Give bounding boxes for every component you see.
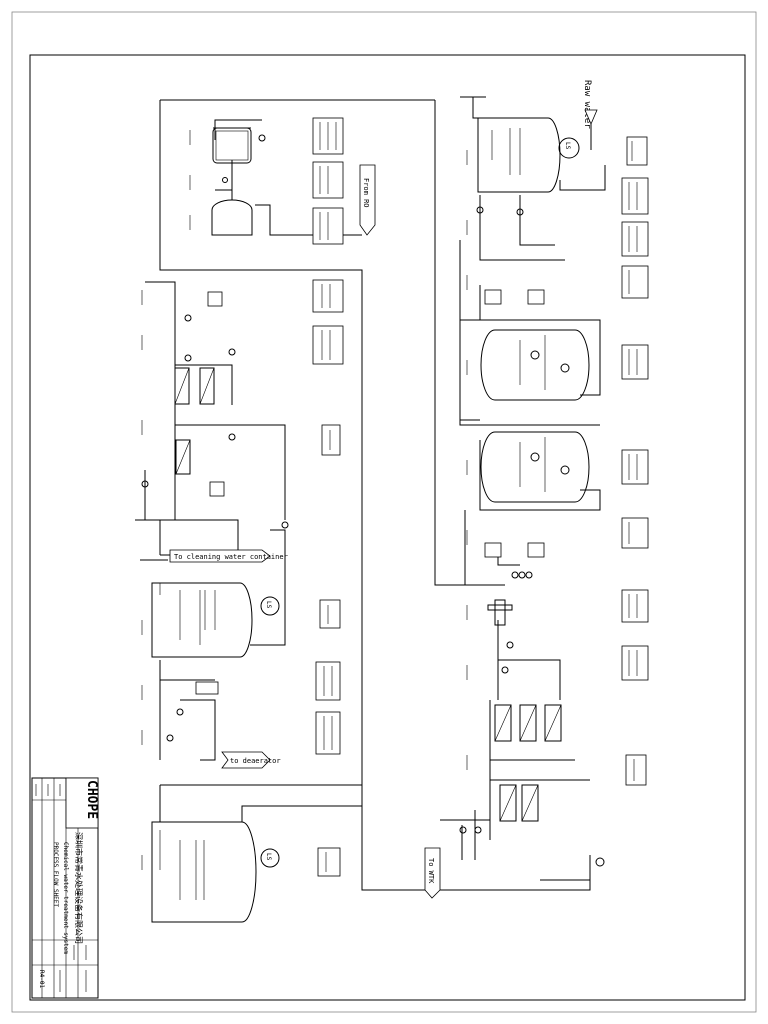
from-ro-label: From RO [362,178,370,208]
left-info-boxes [312,117,344,877]
drawing-frame [29,54,746,1001]
title-block: CHOPE 深圳市常青水处理设备有限公司 Chemical water trea… [31,777,99,999]
pressure-filter-2 [480,431,590,558]
company-name: 深圳市常青水处理设备有限公司 [74,832,84,944]
cartridge-filter [487,571,533,674]
to-deaerator-arrow: to deaerator [221,751,281,769]
right-piping [361,96,606,891]
to-cleaning-arrow: To cleaning water container [169,549,288,563]
bottom-left-tank: LS [151,805,362,923]
pressure-filter-1 [480,289,590,401]
page-border [11,11,757,1013]
drawing-subtitle: PROCESS FLOW SHEET [52,842,59,907]
ro-membrane-array [459,704,605,867]
title-logo: CHOPE [84,780,99,819]
raw-water-inlet: Raw water LS [558,80,598,159]
to-wtk-label: To WTK [427,858,435,884]
raw-water-label: Raw water [582,80,592,129]
right-info-boxes [621,136,649,786]
ls-tag-2: LS [265,853,272,861]
drawing-number: R4-01 [38,970,45,988]
ls-tag-3: LS [564,142,571,150]
tag-marks [141,130,468,870]
drawing-name: Chemical water treatment system [62,842,69,954]
left-piping [135,99,435,822]
middle-left-tank: LS [151,582,280,742]
to-cleaning-label: To cleaning water container [174,553,288,561]
from-ro-arrow: From RO [359,164,376,236]
to-deaerator-label: to deaerator [230,757,281,765]
ls-tag-1: LS [265,601,272,609]
raw-water-tank [476,117,561,216]
to-wtk-arrow: To WTK [424,847,441,899]
left-filter-units [141,291,289,529]
level-switch-icon [260,596,280,616]
top-left-vessel [211,127,266,236]
